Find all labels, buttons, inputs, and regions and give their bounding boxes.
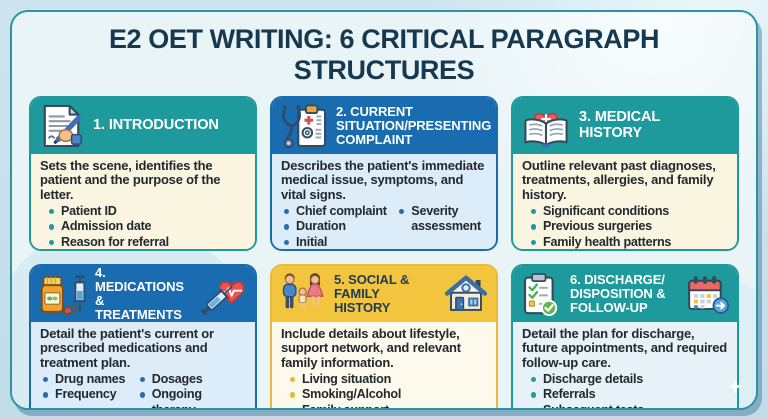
bullet-item: Family support <box>289 403 487 408</box>
bullet-item: Patient ID <box>48 204 246 219</box>
bullet-list: Drug names Frequency <box>40 372 137 408</box>
card-header: 3. MEDICAL HISTORY <box>513 98 737 155</box>
card-title: 2. CURRENT SITUATION/PRESENTING COMPLAIN… <box>336 103 492 148</box>
card-description: Detail the patient's current or prescrib… <box>40 326 214 370</box>
syringe-heart-icon <box>201 274 247 315</box>
card-description: Describes the patient's immediate medica… <box>281 158 485 202</box>
card-body: Detail the plan for discharge, future ap… <box>513 322 737 408</box>
card-header: 4. MEDICATIONS & TREATMENTS <box>31 264 255 323</box>
card-header: 2. CURRENT SITUATION/PRESENTING COMPLAIN… <box>272 98 496 155</box>
bullet-item: Admission date <box>48 219 246 234</box>
stethoscope-clipboard-icon <box>280 104 328 149</box>
card-header: 5. SOCIAL & FAMILY HISTORY <box>272 266 496 323</box>
bullet-item: Frequency <box>42 387 137 402</box>
bullet-item: Discharge details <box>530 372 728 387</box>
main-panel: E2 OET WRITING: 6 CRITICAL PARAGRAPH STR… <box>10 10 758 410</box>
bullet-item: Subsequent tests <box>530 403 728 408</box>
card-description: Outline relevant past diagnoses, treatme… <box>522 158 716 202</box>
card-body: Sets the scene, identifies the patient a… <box>31 154 255 250</box>
card-body: Include details about lifestyle, support… <box>272 322 496 408</box>
bullet-columns: Drug names Frequency Dosages Ongoing the… <box>40 372 246 408</box>
bullet-item: Dosages <box>139 372 246 387</box>
bullet-columns: Chief complaint Duration Initial Severit… <box>281 204 487 249</box>
card-header: 6. DISCHARGE/ DISPOSITION & FOLLOW-UP <box>513 266 737 323</box>
card-introduction: 1. INTRODUCTION Sets the scene, identifi… <box>29 96 257 252</box>
bullet-item: Duration <box>283 219 396 234</box>
card-title: 5. SOCIAL & FAMILY HISTORY <box>334 271 410 316</box>
bullet-list: Discharge details Referrals Subsequent t… <box>522 372 728 408</box>
family-icon <box>280 272 326 316</box>
card-current-situation: 2. CURRENT SITUATION/PRESENTING COMPLAIN… <box>270 96 498 252</box>
card-title: 1. INTRODUCTION <box>93 117 219 134</box>
card-medical-history: 3. MEDICAL HISTORY Outline relevant past… <box>511 96 739 252</box>
bullet-item: Family health patterns <box>530 235 728 249</box>
page-title: E2 OET WRITING: 6 CRITICAL PARAGRAPH STR… <box>108 24 660 86</box>
card-title: 4. MEDICATIONS & TREATMENTS <box>95 264 184 323</box>
bullet-item: Drug names <box>42 372 137 387</box>
bullet-item: Chief complaint <box>283 204 396 219</box>
card-discharge-followup: 6. DISCHARGE/ DISPOSITION & FOLLOW-UP <box>511 264 739 408</box>
card-grid: 1. INTRODUCTION Sets the scene, identifi… <box>29 96 739 408</box>
bullet-item: Smoking/Alcohol <box>289 387 487 402</box>
bullet-list: Significant conditions Previous surgerie… <box>522 204 728 249</box>
bullet-list: Patient ID Admission date Reason for ref… <box>40 204 246 249</box>
house-icon <box>444 274 488 315</box>
bullet-item: Previous surgeries <box>530 219 728 234</box>
calendar-arrow-icon <box>686 274 729 315</box>
card-title: 3. MEDICAL HISTORY <box>579 109 660 142</box>
card-body: Outline relevant past diagnoses, treatme… <box>513 154 737 250</box>
bullet-item: Reason for referral <box>48 235 246 249</box>
card-title: 6. DISCHARGE/ DISPOSITION & FOLLOW-UP <box>570 271 666 316</box>
card-description: Include details about lifestyle, support… <box>281 326 461 370</box>
bullet-item: Ongoing therapy <box>139 387 246 408</box>
bullet-item: Initial <box>283 235 396 249</box>
bullet-item: Referrals <box>530 387 728 402</box>
bullet-item: Living situation <box>289 372 487 387</box>
bullet-list: Dosages Ongoing therapy <box>137 372 246 408</box>
card-description: Sets the scene, identifies the patient a… <box>40 158 221 202</box>
medicine-bottle-icon <box>39 273 87 316</box>
card-social-family-history: 5. SOCIAL & FAMILY HISTORY <box>270 264 498 408</box>
card-description: Detail the plan for discharge, future ap… <box>522 326 728 370</box>
medical-book-icon <box>521 105 571 148</box>
document-pen-icon <box>39 104 85 148</box>
card-body: Describes the patient's immediate medica… <box>272 154 496 250</box>
checklist-icon <box>521 272 562 316</box>
bullet-list: Severity assessment <box>396 204 487 249</box>
card-medications-treatments: 4. MEDICATIONS & TREATMENTS <box>29 264 257 408</box>
bullet-item: Severity assessment <box>398 204 487 235</box>
bullet-list: Chief complaint Duration Initial <box>281 204 396 249</box>
bullet-list: Living situation Smoking/Alcohol Family … <box>281 372 487 408</box>
bullet-item: Significant conditions <box>530 204 728 219</box>
card-header: 1. INTRODUCTION <box>31 98 255 155</box>
card-body: Detail the patient's current or prescrib… <box>31 322 255 408</box>
